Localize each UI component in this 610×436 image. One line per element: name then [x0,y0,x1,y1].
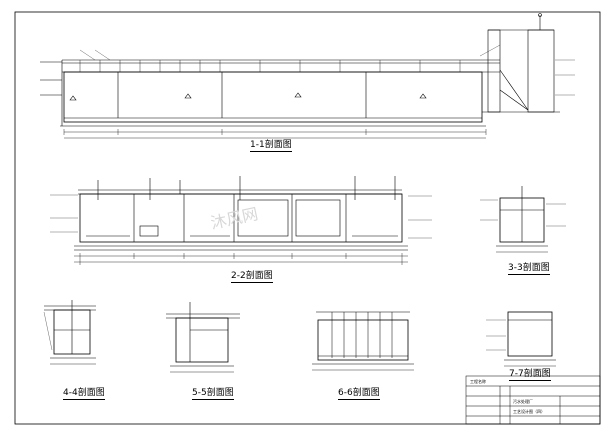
title-block-header: 工程名称 [470,379,486,384]
sheet-border [14,11,601,425]
section-1-1-drawing [40,13,575,139]
section-2-2-drawing [50,176,432,265]
title-block-project: 污水处理厂 [513,399,533,404]
section-title-4-4: 4-4剖面图 [63,388,105,400]
section-title-2-2: 2-2剖面图 [231,271,273,283]
title-block-frame [465,375,601,425]
section-title-3-3: 3-3剖面图 [508,263,550,275]
section-title-1-1: 1-1剖面图 [250,140,292,152]
section-title-7-7: 7-7剖面图 [509,369,551,381]
section-3-3-drawing [480,186,566,253]
section-4-4-drawing [43,300,96,365]
section-7-7-drawing [486,311,556,367]
title-block-sheet-title: 工艺设计图（四） [513,409,545,414]
section-6-6-drawing [312,311,414,371]
section-5-5-drawing [166,302,240,373]
section-title-6-6: 6-6剖面图 [338,388,380,400]
section-title-5-5: 5-5剖面图 [192,388,234,400]
